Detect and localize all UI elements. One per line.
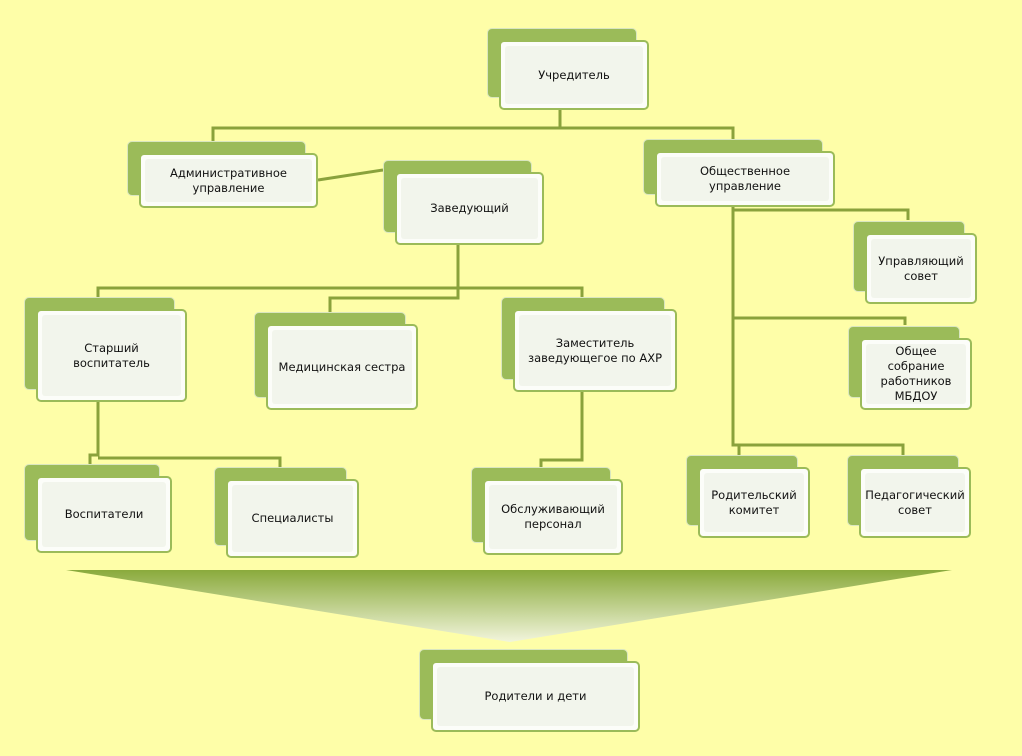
node-board: Управляющий совет bbox=[853, 221, 977, 304]
node-nurse: Медицинская сестра bbox=[254, 312, 418, 410]
node-teachers-label: Воспитатели bbox=[64, 507, 144, 521]
node-service-staff-label: Обслуживающий персонал bbox=[501, 502, 605, 531]
connector-senior-specialists bbox=[98, 456, 282, 468]
node-deputy-label: Заместитель заведующегое по АХР bbox=[527, 335, 663, 365]
connector-senior bbox=[88, 402, 100, 464]
node-senior-teacher: Старший воспитатель bbox=[24, 297, 187, 402]
node-teachers: Воспитатели bbox=[24, 464, 172, 553]
node-founder: Учредитель bbox=[487, 28, 649, 110]
connector-founder bbox=[211, 110, 562, 145]
connector-public bbox=[731, 205, 741, 455]
node-admin-label: Административное управление bbox=[170, 165, 287, 195]
node-head-label: Заведующий bbox=[430, 201, 509, 215]
connector-public-council bbox=[733, 443, 905, 455]
connector-deputy bbox=[539, 392, 584, 468]
node-staff-meeting: Общее собрание работников МБДОУ bbox=[848, 326, 972, 410]
connector-head-senior bbox=[96, 286, 458, 300]
node-public: Общественное управление bbox=[643, 139, 835, 207]
connector-founder-public bbox=[560, 126, 735, 142]
node-staff-meeting-label: Общее собрание работников МБДОУ bbox=[880, 344, 952, 403]
node-specialists-label: Специалисты bbox=[251, 511, 334, 525]
connector-head bbox=[328, 244, 460, 313]
funnel-arrow bbox=[66, 570, 952, 642]
node-parents-children: Родители и дети bbox=[419, 649, 640, 732]
connector-admin-head bbox=[317, 168, 384, 182]
node-specialists: Специалисты bbox=[214, 467, 359, 558]
node-admin: Административное управление bbox=[127, 141, 318, 208]
node-public-label: Общественное управление bbox=[699, 164, 791, 193]
node-senior-teacher-label: Старший воспитатель bbox=[73, 340, 150, 370]
connector-public-meeting bbox=[733, 316, 907, 325]
node-nurse-label: Медицинская сестра bbox=[278, 359, 406, 374]
node-parent-committee: Родительский комитет bbox=[686, 455, 810, 538]
connector-head-deputy bbox=[458, 286, 584, 300]
connector-public-board bbox=[733, 208, 910, 220]
node-parent-committee-label: Родительский комитет bbox=[711, 487, 797, 517]
node-ped-council: Педагогический совет bbox=[847, 455, 971, 538]
node-service-staff: Обслуживающий персонал bbox=[471, 467, 623, 555]
node-parents-children-label: Родители и дети bbox=[484, 689, 587, 703]
node-board-label: Управляющий совет bbox=[878, 253, 964, 283]
node-deputy: Заместитель заведующегое по АХР bbox=[501, 297, 677, 392]
node-founder-label: Учредитель bbox=[538, 67, 610, 82]
node-head: Заведующий bbox=[383, 160, 544, 245]
node-ped-council-label: Педагогический совет bbox=[865, 487, 965, 517]
